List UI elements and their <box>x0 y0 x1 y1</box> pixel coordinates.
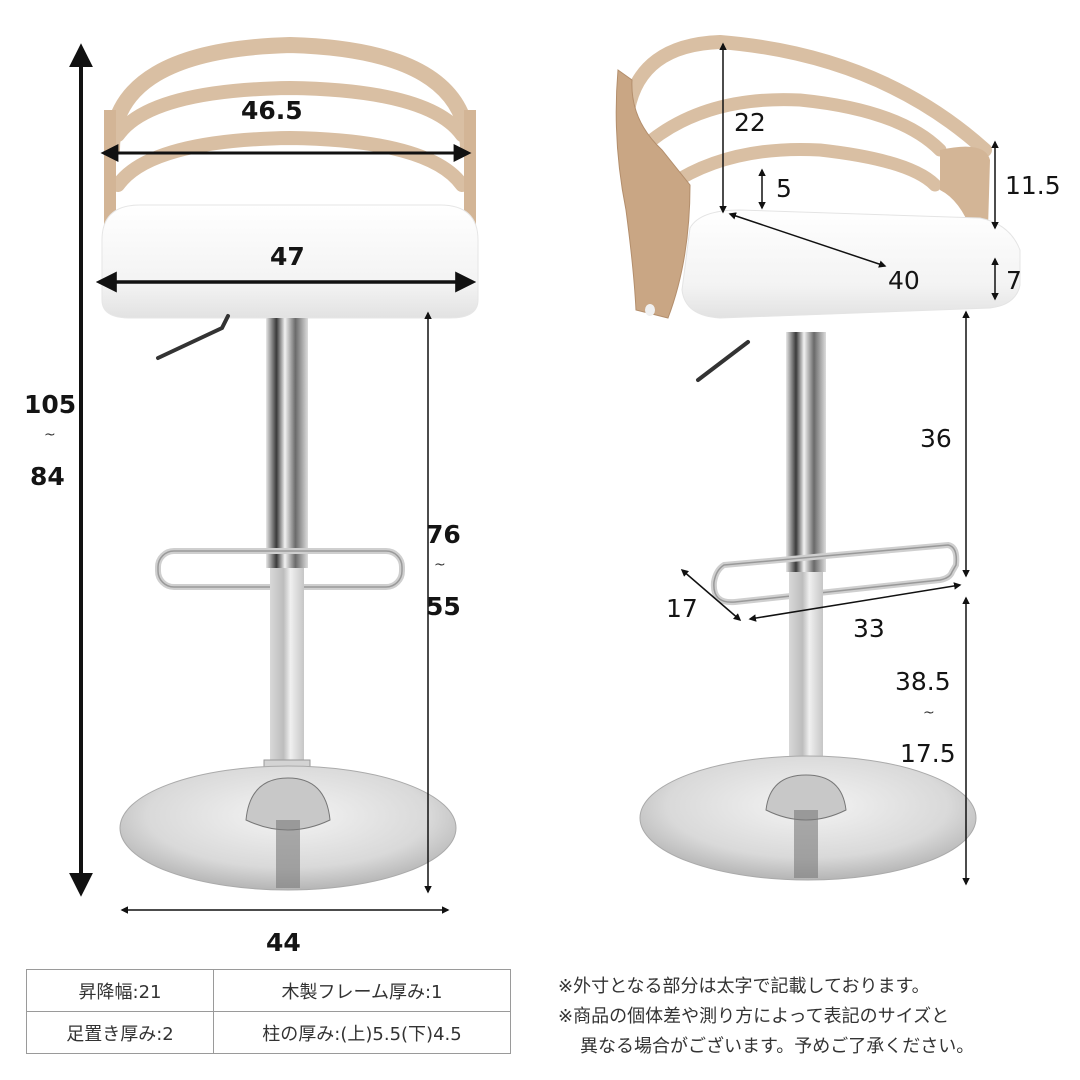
note-size-variance-cont: 異なる場合がございます。予めご了承ください。 <box>580 1036 975 1057</box>
seat-depth-label: 40 <box>888 266 920 295</box>
seat-to-footrest-label: 36 <box>920 424 952 453</box>
backrest-side-height-label: 11.5 <box>1005 171 1061 200</box>
side-dimension-lines <box>680 42 999 886</box>
backrest-gap-label: 5 <box>776 174 792 203</box>
spec-lift-range: 昇降幅:21 <box>26 969 214 1012</box>
backrest-width-label: 46.5 <box>241 96 303 125</box>
footrest-height-min-label: 17.5 <box>900 739 956 768</box>
seat-width-label: 47 <box>270 242 305 271</box>
front-dimension-lines <box>69 43 477 914</box>
spec-column-thickness: 柱の厚み:(上)5.5(下)4.5 <box>213 1011 511 1054</box>
note-bold-outer-dimensions: ※外寸となる部分は太字で記載しております。 <box>558 976 930 997</box>
table-row: 足置き厚み:2 柱の厚み:(上)5.5(下)4.5 <box>26 1011 511 1054</box>
spec-footrest-thickness: 足置き厚み:2 <box>26 1011 214 1054</box>
front-stool <box>101 36 479 891</box>
base-diameter-label: 44 <box>266 928 301 957</box>
stool-illustrations <box>69 34 1021 914</box>
seat-height-max-label: 76 <box>426 520 461 549</box>
table-row: 昇降幅:21 木製フレーム厚み:1 <box>26 969 511 1012</box>
seat-height-range-sep: ~ <box>434 557 446 573</box>
notes: ※外寸となる部分は太字で記載しております。 ※商品の個体差や測り方によって表記の… <box>558 972 974 1062</box>
total-height-min-label: 84 <box>30 462 65 491</box>
backrest-height-label: 22 <box>734 108 766 137</box>
side-stool <box>615 34 1021 881</box>
spec-wood-frame-thickness: 木製フレーム厚み:1 <box>213 969 511 1012</box>
total-height-max-label: 105 <box>24 390 77 419</box>
spec-table: 昇降幅:21 木製フレーム厚み:1 足置き厚み:2 柱の厚み:(上)5.5(下)… <box>26 969 511 1054</box>
footrest-height-max-label: 38.5 <box>895 667 951 696</box>
seat-height-min-label: 55 <box>426 592 461 621</box>
footrest-width-label: 33 <box>853 614 885 643</box>
total-height-range-sep: ~ <box>44 427 56 443</box>
note-size-variance: ※商品の個体差や測り方によって表記のサイズと <box>558 1006 950 1027</box>
seat-thickness-label: 7 <box>1006 266 1022 295</box>
footrest-depth-label: 17 <box>666 594 698 623</box>
footrest-height-range-sep: ~ <box>923 705 935 721</box>
